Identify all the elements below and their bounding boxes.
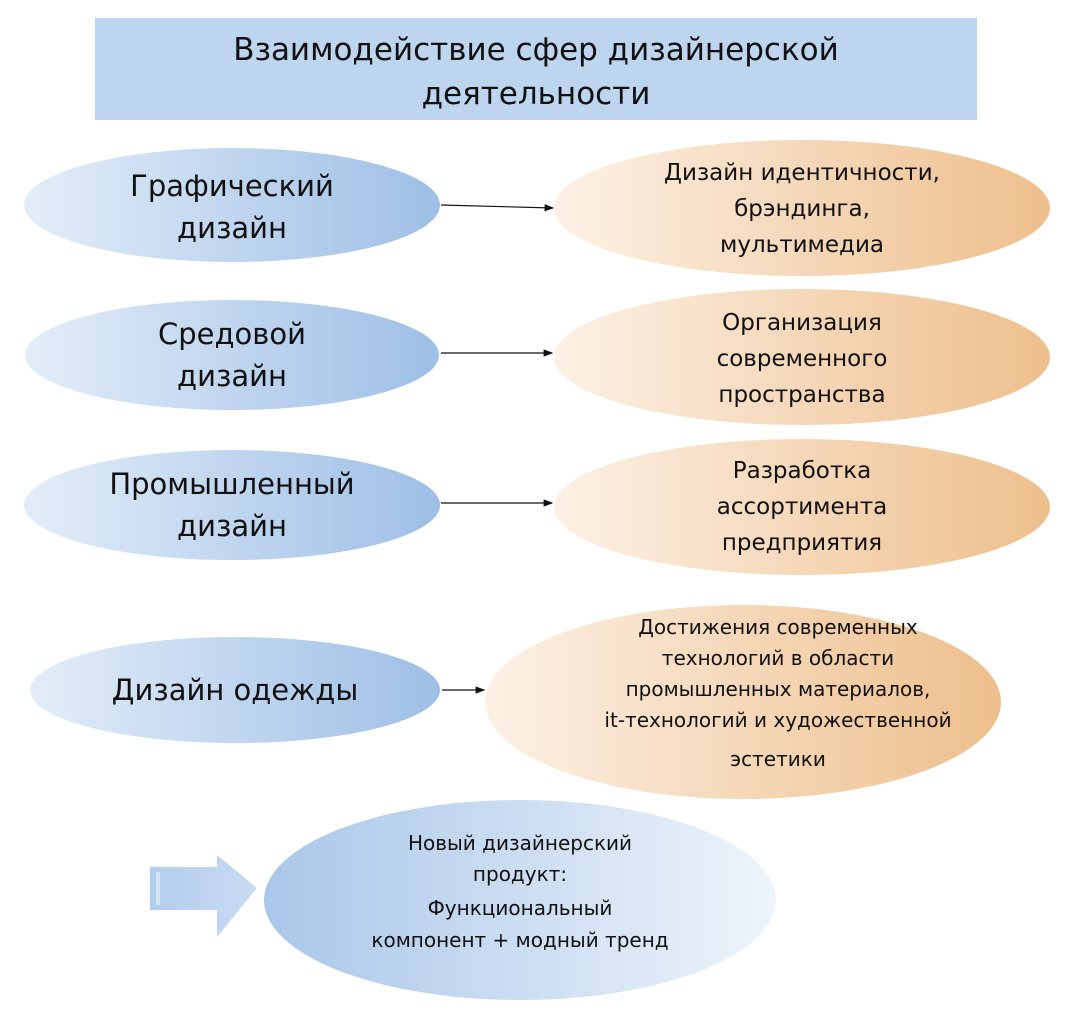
result-label: предприятия <box>722 530 882 556</box>
result-label: мультимедиа <box>720 232 884 258</box>
result-label: пространства <box>718 382 885 408</box>
title-line: деятельности <box>422 76 651 112</box>
block-arrow-icon <box>150 855 257 937</box>
outcome-label: Новый дизайнерский <box>408 831 632 855</box>
result-ellipse <box>554 140 1050 276</box>
outcome-ellipse <box>264 800 776 1000</box>
result-label: it-технологий и художественной <box>604 708 951 732</box>
result-label: Дизайн идентичности, <box>664 160 940 186</box>
row-environment-design: Средовой дизайн Организация современного… <box>25 289 1050 425</box>
result-label: ассортимента <box>717 494 887 520</box>
result-label: Разработка <box>733 458 872 484</box>
sphere-ellipse <box>25 300 439 410</box>
result-ellipse <box>485 605 1001 799</box>
outcome: Новый дизайнерский продукт: Функциональн… <box>150 800 776 1000</box>
sphere-label: дизайн <box>177 509 287 543</box>
sphere-label: Промышленный <box>109 467 354 501</box>
result-label: технологий в области <box>662 646 894 670</box>
row-graphic-design: Графический дизайн Дизайн идентичности, … <box>24 140 1050 276</box>
title-line: Взаимодействие сфер дизайнерской <box>233 32 839 68</box>
result-label: промышленных материалов, <box>626 677 931 701</box>
outcome-label: продукт: <box>473 862 567 886</box>
result-label: современного <box>717 346 888 372</box>
row-industrial-design: Промышленный дизайн Разработка ассортиме… <box>24 439 1050 575</box>
arrow-connector <box>440 204 555 212</box>
result-ellipse <box>554 439 1050 575</box>
result-label: Достижения современных <box>638 615 918 639</box>
sphere-label: дизайн <box>177 359 287 393</box>
result-label: Организация <box>722 310 882 336</box>
result-ellipse <box>554 289 1050 425</box>
outcome-label: компонент + модный тренд <box>371 928 668 952</box>
row-fashion-design: Дизайн одежды Достижения современных тех… <box>30 605 1001 799</box>
outcome-label: Функциональный <box>428 896 613 920</box>
sphere-label: Дизайн одежды <box>112 673 358 707</box>
title-box: Взаимодействие сфер дизайнерской деятель… <box>95 18 977 120</box>
result-label: эстетики <box>730 747 826 771</box>
result-label: брэндинга, <box>734 196 870 222</box>
sphere-ellipse <box>24 450 440 560</box>
sphere-label: Графический <box>130 169 334 203</box>
sphere-ellipse <box>24 148 440 262</box>
sphere-label: дизайн <box>177 211 287 245</box>
sphere-label: Средовой <box>158 317 306 351</box>
sphere-ellipse <box>30 637 440 743</box>
